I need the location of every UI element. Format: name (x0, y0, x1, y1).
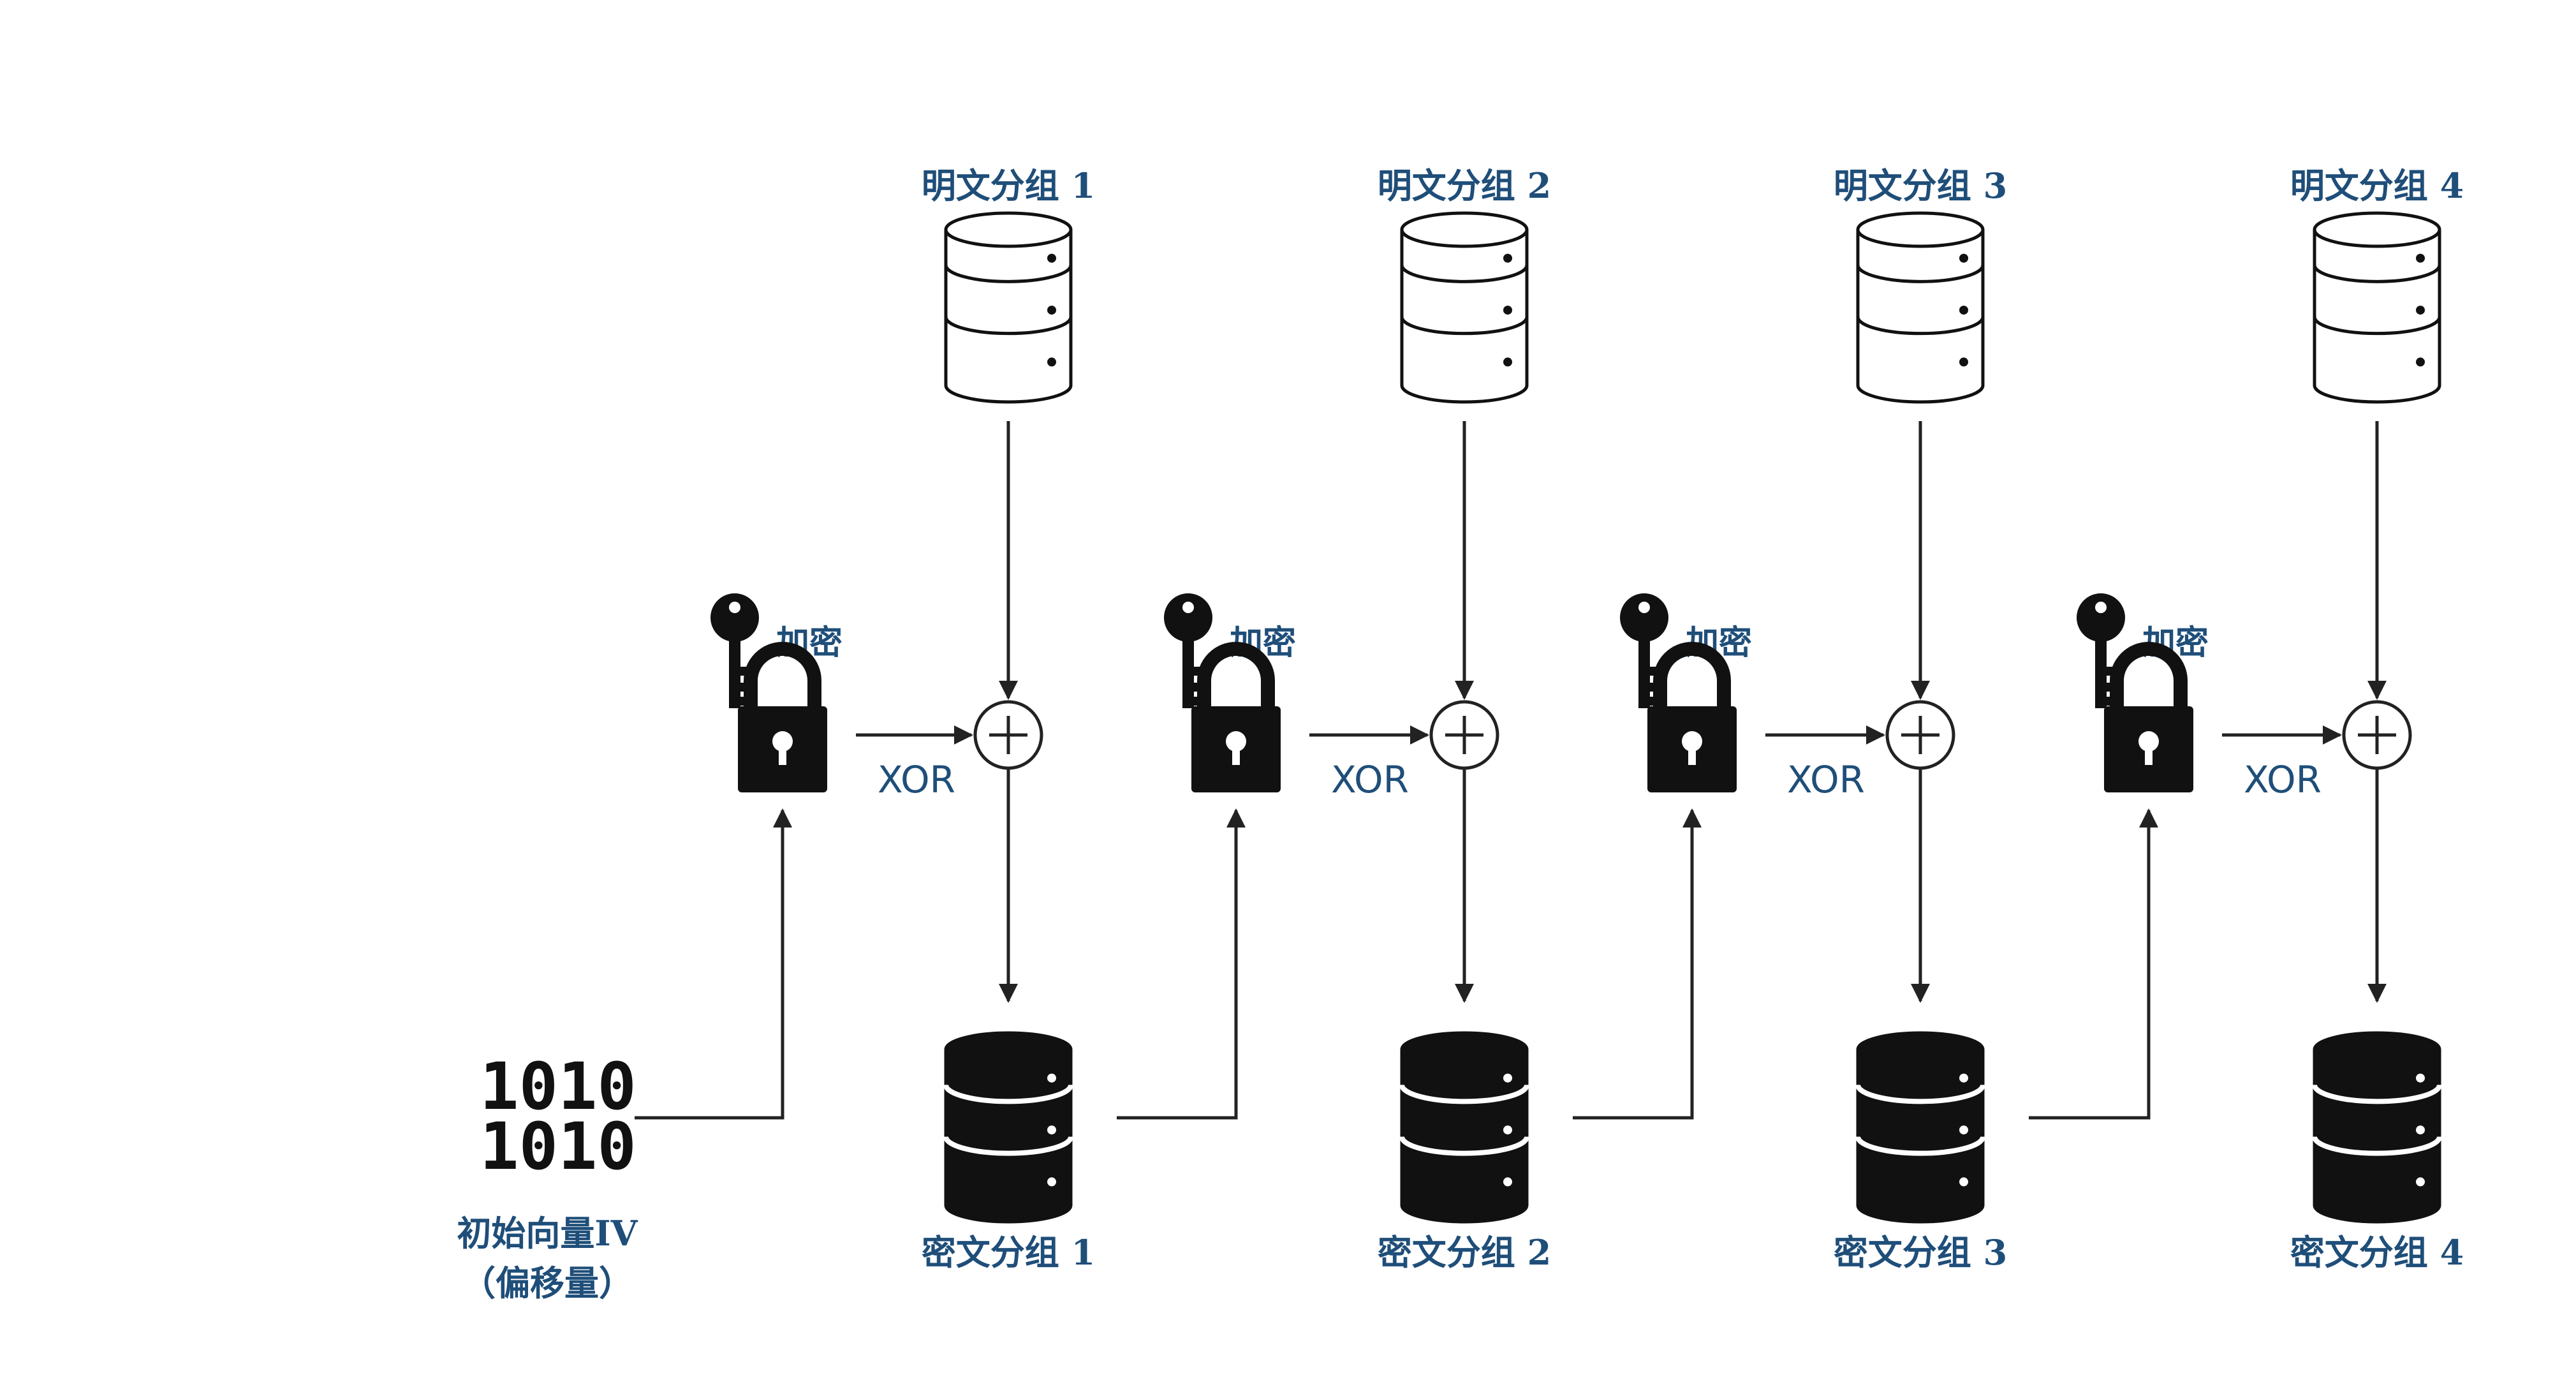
initialization-vector: 1010 1010 初始向量IV （偏移量） (457, 808, 792, 1303)
plaintext-block-3-icon (1856, 211, 1985, 404)
lock-3-icon (1647, 642, 1737, 792)
plaintext-label-3: 明文分组 3 (1834, 165, 2007, 206)
iv-label-sub: （偏移量） (461, 1263, 633, 1303)
chain-arrow-3-to-4 (2029, 808, 2158, 1120)
ciphertext-block-1-icon (943, 1031, 1073, 1224)
xor-2-icon (1429, 700, 1499, 770)
xor-1-icon (973, 700, 1043, 770)
lock-1-icon (738, 642, 827, 792)
xor-label-4: XOR (2244, 758, 2322, 801)
plaintext-block-1-icon (944, 211, 1073, 404)
plaintext-block-2-icon (1400, 211, 1529, 404)
plaintext-label-1: 明文分组 1 (922, 165, 1095, 206)
iv-to-first-lock-line (635, 808, 792, 1120)
key-4-icon (2077, 593, 2125, 708)
xor-label-3: XOR (1787, 758, 1865, 801)
xor-4-icon (2342, 700, 2412, 770)
xor-label-1: XOR (878, 758, 955, 801)
ciphertext-label-4: 密文分组 4 (2290, 1232, 2464, 1273)
plaintext-label-2: 明文分组 2 (1378, 165, 1551, 206)
plaintext-block-4-icon (2313, 211, 2441, 404)
ciphertext-label-3: 密文分组 3 (1834, 1232, 2007, 1273)
xor-3-icon (1885, 700, 1955, 770)
xor-label-2: XOR (1331, 758, 1409, 801)
ciphertext-label-2: 密文分组 2 (1378, 1232, 1551, 1273)
chain-arrow-2-to-3 (1573, 808, 1702, 1120)
iv-bits-line-1: 1010 (480, 1049, 637, 1125)
lock-2-icon (1191, 642, 1281, 792)
key-1-icon (710, 593, 759, 708)
iv-bits-line-2: 1010 (480, 1109, 637, 1185)
plaintext-label-4: 明文分组 4 (2290, 165, 2464, 206)
lock-4-icon (2104, 642, 2193, 792)
ciphertext-block-3-icon (1855, 1031, 1985, 1224)
ciphertext-block-4-icon (2312, 1031, 2442, 1224)
ciphertext-block-2-icon (1399, 1031, 1529, 1224)
ciphertext-label-1: 密文分组 1 (922, 1232, 1095, 1273)
chain-arrow-1-to-2 (1117, 808, 1246, 1120)
iv-label: 初始向量IV (457, 1213, 638, 1254)
